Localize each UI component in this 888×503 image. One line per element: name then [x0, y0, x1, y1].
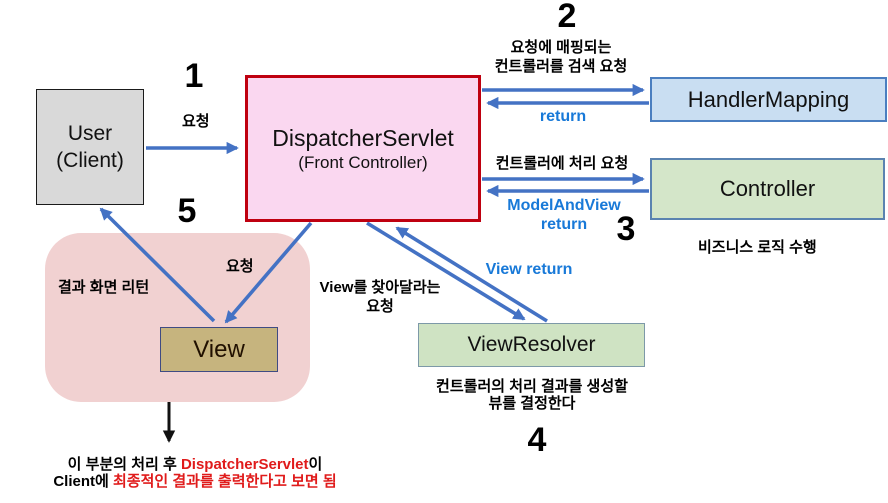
footer-note: 이 부분의 처리 후 DispatcherServlet이 Client에 최종… [20, 456, 370, 490]
handler-mapping-label: HandlerMapping [687, 86, 850, 112]
footer-line2-red: 최종적인 결과를 출력한다고 보면 됨 [112, 472, 337, 490]
user-client-box: User (Client) [36, 89, 144, 205]
view-box: View [160, 327, 278, 372]
step-number-2: 2 [557, 0, 577, 35]
step-number-4: 4 [527, 421, 547, 459]
user-label-line1: User [67, 122, 113, 145]
dispatcher-servlet-box: DispatcherServlet (Front Controller) [245, 75, 481, 222]
label-business-logic: 비즈니스 로직 수행 [698, 239, 817, 256]
label-step2-line1: 요청에 매핑되는 [510, 39, 612, 56]
label-step2-line2: 컨트롤러를 검색 요청 [494, 58, 628, 75]
label-result-screen-return: 결과 화면 리턴 [58, 279, 150, 296]
dispatcher-title: DispatcherServlet [272, 124, 454, 151]
label-handler-return: return [539, 108, 587, 125]
view-resolver-box: ViewResolver [418, 323, 645, 367]
handler-mapping-box: HandlerMapping [650, 77, 887, 122]
label-modelandview-return: ModelAndView return [494, 196, 634, 234]
label-view-find-line2: 요청 [366, 298, 394, 315]
footer-line1-red: DispatcherServlet [180, 456, 309, 473]
label-request-step5: 요청 [226, 258, 254, 275]
label-modelandview: ModelAndView [507, 197, 621, 214]
step-number-1: 1 [184, 57, 204, 95]
step-number-5: 5 [177, 192, 197, 230]
dispatcher-subtitle: (Front Controller) [298, 152, 428, 172]
view-label: View [193, 335, 245, 363]
label-modelandview-return-word: return [540, 216, 588, 233]
footer-line1-black2: 이 [308, 456, 323, 473]
footer-line2-black: Client에 [53, 472, 113, 490]
label-view-find-request: View를 찾아달라는 요청 [300, 278, 460, 316]
label-viewresolver-description: 컨트롤러의 처리 결과를 생성할 뷰를 결정한다 [412, 378, 652, 412]
label-viewresolver-desc-line1: 컨트롤러의 처리 결과를 생성할 [436, 378, 628, 395]
footer-line1-black: 이 부분의 처리 후 [67, 456, 181, 473]
label-view-find-line1: View를 찾아달라는 [319, 279, 441, 296]
label-viewresolver-desc-line2: 뷰를 결정한다 [488, 395, 576, 412]
label-view-return: View return [485, 261, 573, 278]
view-resolver-label: ViewResolver [467, 333, 596, 356]
controller-label: Controller [719, 176, 816, 201]
label-controller-request: 컨트롤러에 처리 요청 [495, 155, 629, 172]
user-label-line2: (Client) [56, 149, 124, 172]
label-request-step1: 요청 [182, 113, 210, 130]
step-number-3: 3 [616, 210, 636, 248]
controller-box: Controller [650, 158, 885, 220]
label-step2-description: 요청에 매핑되는 컨트롤러를 검색 요청 [455, 38, 667, 76]
result-panel [45, 233, 310, 402]
